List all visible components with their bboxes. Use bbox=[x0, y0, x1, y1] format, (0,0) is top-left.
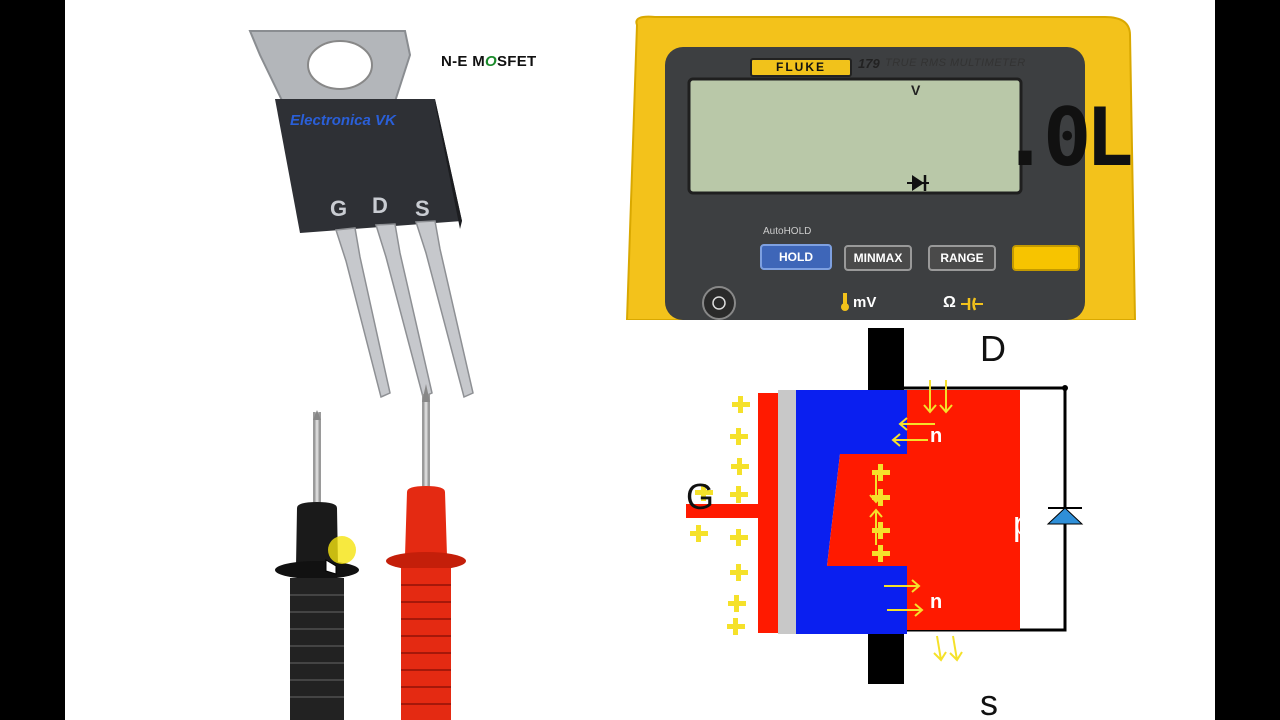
electron-flow-arrows bbox=[869, 380, 963, 662]
n-region-bottom-label: n bbox=[930, 591, 943, 613]
black-probe bbox=[275, 410, 359, 720]
meter-model: 179 bbox=[858, 56, 880, 71]
transistor-brand: Electronica VK bbox=[290, 112, 396, 129]
lcd-unit: V bbox=[911, 82, 921, 98]
leg-source bbox=[414, 220, 474, 399]
leg-gate bbox=[335, 227, 391, 399]
pin-label-d: D bbox=[372, 193, 388, 218]
autohold-label: AutoHOLD bbox=[763, 226, 812, 237]
n-region-top-label: n bbox=[930, 425, 943, 447]
cursor-highlight bbox=[328, 536, 356, 564]
diode-icon bbox=[907, 175, 929, 191]
gate-oxide bbox=[778, 390, 796, 634]
ohm-label: Ω bbox=[943, 294, 956, 311]
p-region-label: p bbox=[1013, 505, 1032, 543]
lcd-reading: .0L bbox=[1001, 91, 1133, 184]
mounting-hole bbox=[307, 40, 373, 90]
canvas: Electronica VK G D S N-E MOSFET FLUKE 17… bbox=[65, 0, 1215, 720]
gate-label: G bbox=[686, 476, 715, 517]
mosfet-cross-section bbox=[686, 328, 1084, 684]
thermometer-icon bbox=[841, 293, 849, 311]
gate-lead bbox=[686, 504, 761, 518]
pin-label-s: S bbox=[415, 196, 430, 221]
source-contact bbox=[868, 630, 904, 684]
pin-label-g: G bbox=[330, 196, 348, 221]
capacitor-icon bbox=[961, 297, 983, 311]
title-slash: O bbox=[485, 53, 497, 70]
lcd-screen bbox=[687, 77, 1023, 195]
minmax-button[interactable]: MINMAX bbox=[844, 245, 912, 271]
test-probes bbox=[275, 384, 466, 720]
millivolt-label: mV bbox=[853, 294, 877, 311]
meter-description: TRUE RMS MULTIMETER bbox=[885, 57, 1026, 69]
mosfet-body bbox=[275, 99, 462, 233]
mosfet-legs bbox=[335, 220, 474, 399]
diagram-title: N-E MOSFET bbox=[441, 53, 537, 70]
title-prefix: N-E M bbox=[441, 53, 485, 70]
backlight-button bbox=[702, 286, 736, 320]
red-probe bbox=[386, 384, 466, 720]
p-region bbox=[827, 390, 1020, 630]
hand-cursor-icon bbox=[325, 559, 337, 575]
n-region bbox=[796, 390, 907, 634]
leg-drain bbox=[374, 223, 433, 399]
fluke-logo: FLUKE bbox=[750, 58, 852, 77]
body-diode-icon bbox=[1046, 507, 1084, 525]
title-suffix: SFET bbox=[496, 53, 537, 70]
source-label: s bbox=[980, 682, 998, 720]
function-button[interactable] bbox=[1012, 245, 1080, 271]
range-button[interactable]: RANGE bbox=[928, 245, 996, 271]
gate-electrode bbox=[758, 393, 778, 633]
mosfet-package bbox=[248, 30, 474, 399]
drain-label: D bbox=[980, 328, 1006, 369]
drain-contact bbox=[868, 328, 904, 390]
hold-button[interactable]: HOLD bbox=[760, 244, 832, 270]
